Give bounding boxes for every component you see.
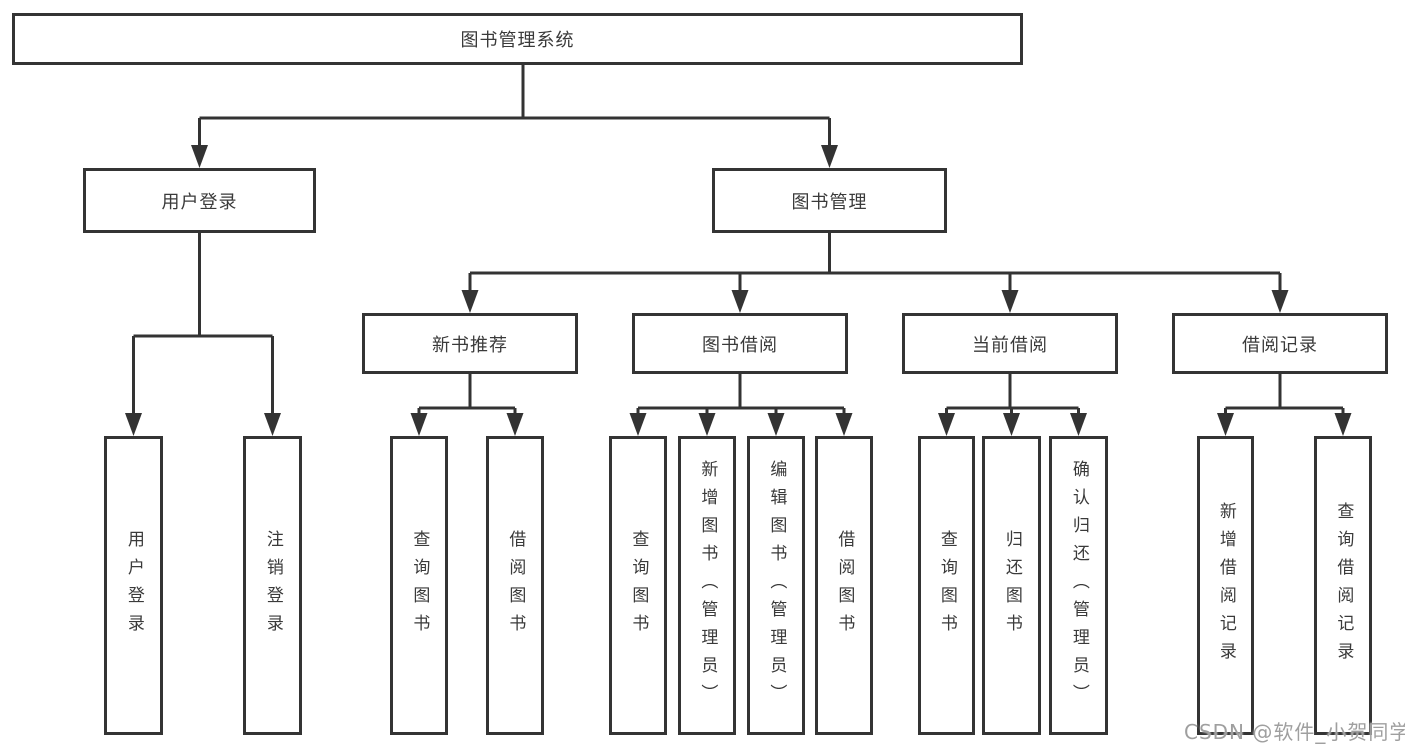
node-leaf-confirm-return-admin: 确认归还（管理员） [1049,436,1108,735]
node-new-book-recommend: 新书推荐 [362,313,578,374]
leaf-label: 确认归还（管理员） [1068,459,1089,712]
node-leaf-logout: 注销登录 [243,436,302,735]
node-leaf-query-borrow-record: 查询借阅记录 [1314,436,1372,735]
leaf-label: 借阅图书 [834,529,855,642]
leaf-label: 新增图书（管理员） [697,459,718,712]
leaf-label: 查询借阅记录 [1333,501,1354,670]
node-leaf-user-login: 用户登录 [104,436,163,735]
connector-segments [132,65,1345,418]
node-leaf-edit-books-admin: 编辑图书（管理员） [747,436,805,735]
node-book-borrowing: 图书借阅 [632,313,848,374]
leaf-label: 注销登录 [262,529,283,642]
leaf-label: 用户登录 [123,529,144,642]
leaf-label: 查询图书 [409,529,430,642]
node-leaf-add-books-admin: 新增图书（管理员） [678,436,736,735]
node-leaf-borrow-books: 借阅图书 [815,436,873,735]
node-leaf-add-borrow-record: 新增借阅记录 [1197,436,1254,735]
node-leaf-query-books: 查询图书 [390,436,448,735]
node-leaf-query-books: 查询图书 [918,436,975,735]
leaf-label: 查询图书 [936,529,957,642]
leaf-label: 归还图书 [1001,529,1022,642]
leaf-label: 查询图书 [628,529,649,642]
node-leaf-return-books: 归还图书 [982,436,1041,735]
node-user-login-group: 用户登录 [83,168,316,233]
node-leaf-query-books: 查询图书 [609,436,667,735]
leaf-label: 新增借阅记录 [1215,501,1236,670]
node-leaf-borrow-books: 借阅图书 [486,436,544,735]
node-borrowing-records: 借阅记录 [1172,313,1388,374]
node-book-management: 图书管理 [712,168,947,233]
leaf-label: 编辑图书（管理员） [766,459,787,712]
leaf-label: 借阅图书 [505,529,526,642]
arrowheads [125,145,1352,436]
node-current-borrowing: 当前借阅 [902,313,1118,374]
node-root-library-system: 图书管理系统 [12,13,1023,65]
csdn-watermark: CSDN @软件_小贺同学 [1184,720,1405,744]
